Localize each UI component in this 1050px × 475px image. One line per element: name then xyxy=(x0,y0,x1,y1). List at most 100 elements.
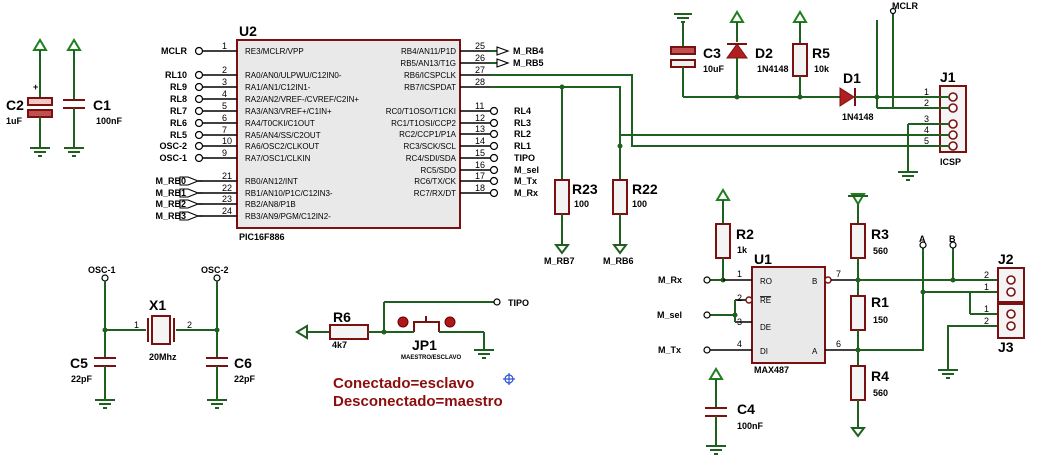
j3-connector: 12 J3 xyxy=(984,303,1025,355)
c2-value: 1uF xyxy=(6,116,23,126)
terminal-icon xyxy=(194,46,204,56)
terminal-icon xyxy=(489,153,499,163)
u2-net-label: M_RB5 xyxy=(513,58,544,68)
input-port-icon xyxy=(179,176,200,186)
input-port-icon xyxy=(179,199,200,209)
label-m-tx: M_Tx xyxy=(658,345,681,355)
u2-pin-number: 28 xyxy=(475,77,485,87)
d2-ref: D2 xyxy=(755,45,773,61)
c1-capacitor: C1 100nF xyxy=(63,38,123,157)
terminal-icon xyxy=(194,94,204,104)
r1-ref: R1 xyxy=(871,294,889,310)
u2-pin-name: RA3/AN3/VREF+/C1IN+ xyxy=(245,107,332,116)
c5-ref: C5 xyxy=(70,355,88,371)
u2-pin-name: RB0/AN12/INT xyxy=(245,177,298,186)
u2-net-label: RL2 xyxy=(514,129,531,139)
u2-pin-name: RA1/AN1/C12IN1- xyxy=(245,83,311,92)
connector-pin-number: 5 xyxy=(924,136,929,146)
u2-pin-number: 6 xyxy=(222,113,227,123)
connector-pin-icon xyxy=(948,141,958,151)
u2-pin-name: RC3/SCK/SCL xyxy=(404,142,457,151)
connector-pin-number: 4 xyxy=(924,125,929,135)
power-arrow-icon xyxy=(715,188,731,201)
r23-value: 100 xyxy=(574,199,589,209)
x1-value: 20Mhz xyxy=(149,352,177,362)
connector-pin-icon xyxy=(948,119,958,129)
u2-pin-number: 23 xyxy=(222,194,232,204)
u2-net-label: M_Rx xyxy=(514,188,538,198)
u2-net-label: M_RB3 xyxy=(155,211,186,221)
jp1-jumper: JP1 MAESTRO/ESCLAVO xyxy=(397,316,494,361)
u2-pin-number: 26 xyxy=(475,53,485,63)
jp1-value: MAESTRO/ESCLAVO xyxy=(401,355,462,361)
u2-pin-name: RC4/SDI/SDA xyxy=(406,154,457,163)
terminal-icon xyxy=(194,130,204,140)
u2-net-label: RL1 xyxy=(514,141,531,151)
u2-microcontroller: U2 PIC16F886 1RE3/MCLR/VPPMCLR2RA0/AN0/U… xyxy=(155,23,543,242)
u2-net-label: RL5 xyxy=(170,130,187,140)
power-arrow-icon xyxy=(708,367,724,380)
u2-net-label: RL4 xyxy=(514,106,531,116)
terminal-icon xyxy=(194,118,204,128)
u2-pin-number: 12 xyxy=(475,113,485,123)
d1-diode: D1 1N4148 xyxy=(839,70,877,122)
connector-pin-number: 3 xyxy=(924,114,929,124)
connector-pin-icon xyxy=(1006,287,1016,297)
bus-lines-ab: A B xyxy=(858,234,998,379)
connector-pin-icon xyxy=(1006,275,1016,285)
u2-pin-number: 9 xyxy=(222,148,227,158)
label-m-sel: M_sel xyxy=(657,310,682,320)
u2-pin-number: 25 xyxy=(475,41,485,51)
u2-net-label: M_RB0 xyxy=(155,176,186,186)
jp1-ref: JP1 xyxy=(412,337,437,353)
r2-ref: R2 xyxy=(736,226,754,242)
connector-pin-icon xyxy=(1006,309,1016,319)
u1-pin-a: A xyxy=(812,347,818,356)
u2-pin-number: 21 xyxy=(222,171,232,181)
r22-resistor: R22 100 M_RB6 xyxy=(603,146,658,266)
u2-pin-number: 5 xyxy=(222,101,227,111)
u2-pin-name: RB6/ICSPCLK xyxy=(404,71,457,80)
u2-pin-number: 4 xyxy=(222,89,227,99)
c5-capacitor: C5 22pF xyxy=(70,355,116,409)
r23-ref: R23 xyxy=(572,181,598,197)
u2-pin-name: RC5/SDO xyxy=(420,166,456,175)
connector-pin-icon xyxy=(948,103,958,113)
u1-pin-de: DE xyxy=(760,323,771,332)
u2-net-label: TIPO xyxy=(514,153,535,163)
svg-text:2: 2 xyxy=(187,320,192,330)
u2-pin-name: RB1/AN10/P1C/C12IN3- xyxy=(245,189,333,198)
c3-ref: C3 xyxy=(703,45,721,61)
u2-pin-number: 27 xyxy=(475,65,485,75)
c1-ref: C1 xyxy=(93,97,111,113)
connector-pin-number: 1 xyxy=(924,87,929,97)
c3-capacitor: C3 10uF xyxy=(670,13,725,97)
terminal-icon xyxy=(194,82,204,92)
u2-net-label: M_sel xyxy=(514,165,539,175)
u2-net-label: RL7 xyxy=(170,106,187,116)
r2-value: 1k xyxy=(737,245,748,255)
icsp-data-wires xyxy=(490,74,890,149)
d1-value: 1N4148 xyxy=(842,112,874,122)
power-arrow-icon xyxy=(792,10,808,23)
c4-value: 100nF xyxy=(737,421,764,431)
u2-pin-number: 2 xyxy=(222,65,227,75)
d2-value: 1N4148 xyxy=(757,64,789,74)
c1-value: 100nF xyxy=(96,116,123,126)
u2-part: PIC16F886 xyxy=(239,232,285,242)
u1-transceiver: U1 MAX487 RO RE DE DI B A 1 2 3 4 7 6 xyxy=(710,251,858,375)
c2-ref: C2 xyxy=(6,97,24,113)
terminal-icon xyxy=(194,70,204,80)
x1-crystal: X1 20Mhz xyxy=(147,297,177,362)
svg-text:+: + xyxy=(33,82,38,92)
u2-net-label: M_RB1 xyxy=(155,188,186,198)
u2-pin-number: 15 xyxy=(475,148,485,158)
connector-pin-number: 2 xyxy=(984,270,989,280)
r3-ref: R3 xyxy=(871,226,889,242)
r6-jp1-circuit: R6 4k7 TIPO JP1 MAESTRO/ESCLAVO xyxy=(295,298,529,361)
r22-value: 100 xyxy=(632,199,647,209)
connector-pin-icon xyxy=(1006,321,1016,331)
